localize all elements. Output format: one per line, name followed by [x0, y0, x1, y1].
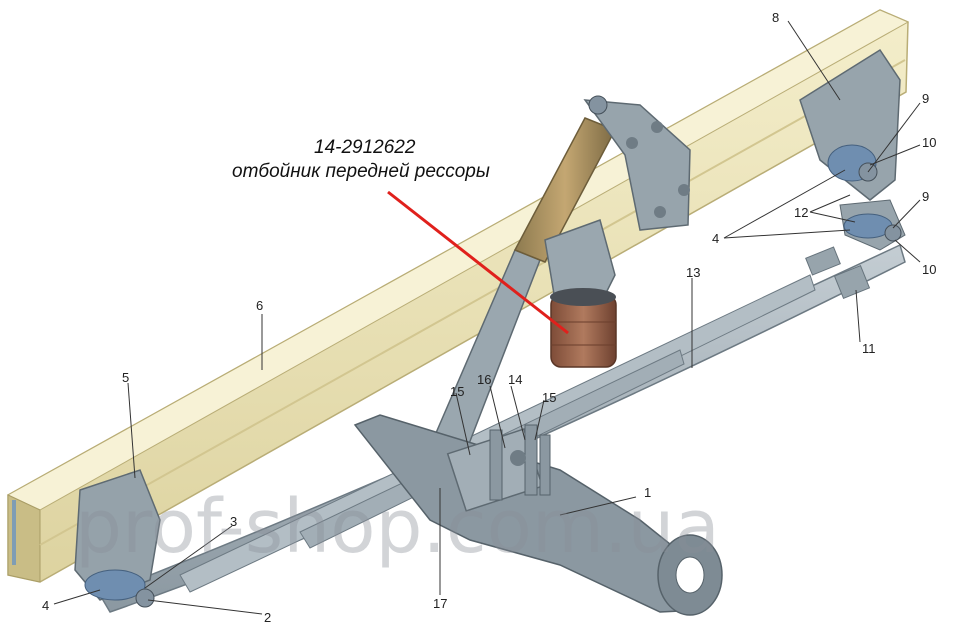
- label-10-bottom: 10: [922, 262, 936, 277]
- label-17: 17: [433, 596, 447, 611]
- callout-description: отбойник передней рессоры: [232, 161, 490, 182]
- label-5: 5: [122, 370, 129, 385]
- label-15-left: 15: [450, 384, 464, 399]
- front-bracket: [74, 469, 161, 608]
- label-11: 11: [862, 341, 876, 356]
- axle-beam: [353, 414, 723, 616]
- leader-lines: [53, 20, 921, 615]
- callout-pointer-line: [387, 190, 569, 335]
- u-bolt-clamp: [446, 424, 551, 512]
- label-1: 1: [644, 485, 651, 500]
- callout-part-number: 14-2912622: [314, 137, 416, 158]
- label-9-bottom: 9: [922, 189, 929, 204]
- label-8: 8: [772, 10, 779, 25]
- label-6: 6: [256, 298, 263, 313]
- label-3: 3: [230, 514, 237, 529]
- label-9-top: 9: [922, 91, 929, 106]
- label-13: 13: [686, 265, 700, 280]
- part-labels: 1 2 3 4 5 6 8 9 10 9 10 11 12 4 13 15 16…: [42, 10, 936, 625]
- label-4-rear: 4: [712, 231, 719, 246]
- label-2: 2: [264, 610, 271, 625]
- watermark: prof-shop.com.ua: [75, 484, 720, 570]
- bump-stop: [544, 219, 617, 368]
- label-10-top: 10: [922, 135, 936, 150]
- callout-text: 14-2912622 отбойник передней рессоры: [232, 136, 532, 184]
- label-15-right: 15: [542, 390, 556, 405]
- shock-absorber: [418, 95, 691, 481]
- label-4-front: 4: [42, 598, 49, 613]
- label-12: 12: [794, 205, 808, 220]
- label-16: 16: [477, 372, 491, 387]
- label-14: 14: [508, 372, 522, 387]
